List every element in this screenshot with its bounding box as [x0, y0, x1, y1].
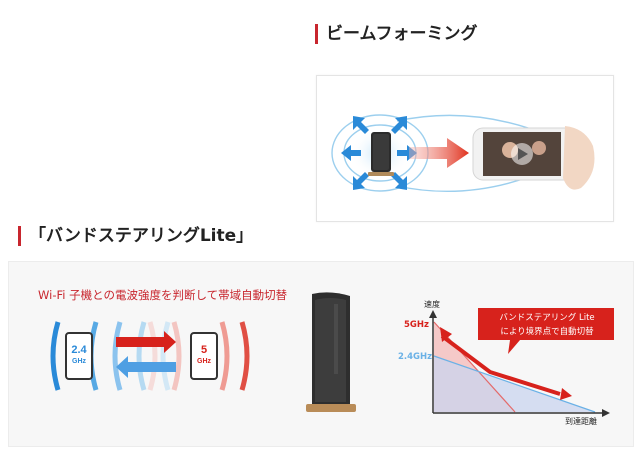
bandsteering-title: 「バンドステアリングLite」 [29, 226, 254, 246]
smartphone-illustration [472, 126, 595, 190]
left-device-band: 2.4 [71, 344, 87, 356]
bandsteering-caption: Wi-Fi 子機との電波強度を判断して帯域自動切替 [38, 288, 288, 302]
blue-arrows [341, 116, 417, 190]
graph-y-label: 速度 [424, 300, 440, 309]
callout-line-1: バンドステアリング Lite [499, 313, 595, 323]
left-device-unit: GHz [72, 358, 86, 365]
heading-accent-bar [315, 24, 318, 44]
heading-accent-bar [18, 226, 21, 246]
graph-24ghz-label: 2.4GHz [398, 352, 433, 362]
beamforming-title: ビームフォーミング [326, 24, 478, 44]
beamforming-diagram [331, 114, 595, 193]
graph-x-label: 到達距離 [565, 417, 597, 426]
right-device-band: 5 [200, 344, 208, 356]
callout-line-2: により境界点で自動切替 [500, 327, 594, 337]
right-device-unit: GHz [197, 358, 211, 365]
router-illustration [368, 132, 394, 176]
beamforming-heading: ビームフォーミング [315, 24, 477, 44]
beamforming-illustration [316, 75, 614, 222]
bandsteering-heading: 「バンドステアリングLite」 [18, 226, 253, 246]
red-direction-arrow [409, 138, 469, 168]
graph-5ghz-label: 5GHz [404, 320, 429, 330]
